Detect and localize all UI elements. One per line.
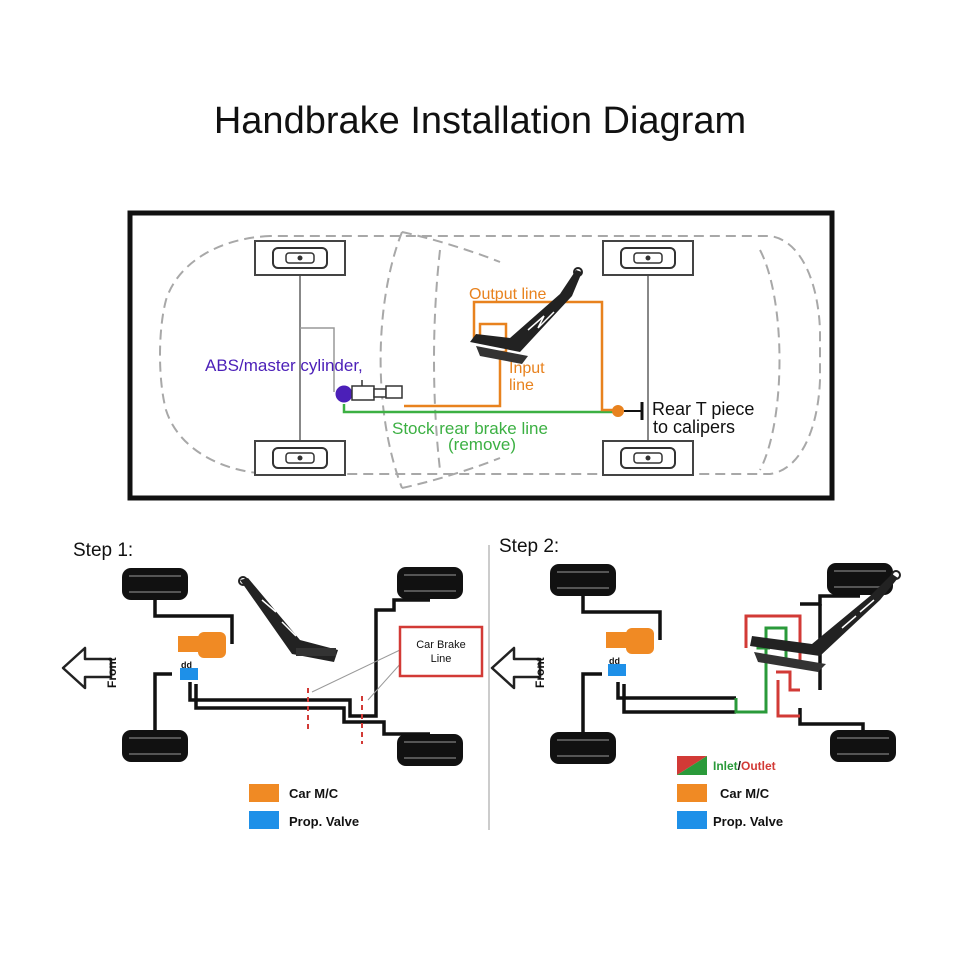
svg-text:dd: dd [609,656,620,666]
wheel-rear-left-icon [602,240,694,276]
step1-legend-valve-label: Prop. Valve [289,814,359,829]
abs-fitting-icon [351,380,403,401]
step1-brake-lines [153,598,430,736]
step2-legend-mc-label: Car M/C [720,786,770,801]
handbrake-lever-icon [470,267,583,364]
step1-callout-line-2: Line [431,653,452,665]
input-line-label-2: line [509,377,534,394]
step2-legend-mc-swatch [677,784,707,802]
step1-callout-line-1: Car Brake [416,639,466,651]
step1-callout-leader-1 [311,649,401,693]
step1-master-cylinder-icon: dd [178,632,226,670]
master-cylinder-link [300,327,335,392]
step2-front-label: Front [533,657,547,688]
step1-heading: Step 1: [73,540,133,561]
step1-callout-box [398,625,484,678]
step2-master-cylinder-icon: dd [606,628,654,666]
step2-legend-valve-label: Prop. Valve [713,814,783,829]
step2-prop-valve-icon [608,664,626,676]
step1-legend-mc-swatch [249,784,279,802]
step2-legend-valve-swatch [677,811,707,829]
step2-heading: Step 2: [499,536,559,557]
svg-text:dd: dd [181,660,192,670]
step1-prop-valve-icon [180,668,198,680]
step1-tire-rear-right-icon [396,733,464,767]
step1-legend-valve-swatch [249,811,279,829]
rear-t-label-2: to calipers [653,417,735,437]
stock-rear-brake-line [342,404,616,414]
rear-t-piece-dot [612,405,624,417]
step1-tire-front-left-icon [121,567,189,601]
top-panel: ABS/master cylinder, Output line Input l… [127,210,835,501]
wheel-rear-right-icon [602,440,694,476]
step2-handbrake-icon [750,570,901,672]
abs-label: ABS/master cylinder, [205,356,363,375]
step1-panel: Step 1: Front dd [61,540,484,829]
wheel-front-left-icon [254,240,346,276]
step2-tire-rear-right-icon [829,729,897,763]
diagram-title: Handbrake Installation Diagram [213,100,747,142]
step2-legend-inlet-outlet-label: Inlet/Outlet [713,759,776,773]
abs-master-cylinder-dot [335,385,353,403]
stock-line-label-1: Stock rear brake line [392,419,548,438]
step1-tire-front-right-icon [121,729,189,763]
step1-callout-leader-2 [367,661,403,701]
step2-tire-front-right-icon [549,731,617,765]
rear-t-label-1: Rear T piece [652,399,754,419]
wheel-front-right-icon [254,440,346,476]
output-line-label: Output line [469,286,546,303]
step1-front-arrow-icon [61,646,113,690]
car-body-outline [159,231,821,489]
step2-legend-inlet-outlet-swatch [677,756,707,775]
step1-handbrake-icon [238,576,338,662]
step2-panel: Step 2: Front dd [490,536,901,829]
input-line-label-1: Input [509,360,545,377]
step1-tire-rear-left-icon [396,566,464,600]
step1-legend-mc-label: Car M/C [289,786,339,801]
step1-front-label: Front [105,657,119,688]
stock-line-label-2: (remove) [448,435,516,454]
step2-tire-front-left-icon [549,563,617,597]
